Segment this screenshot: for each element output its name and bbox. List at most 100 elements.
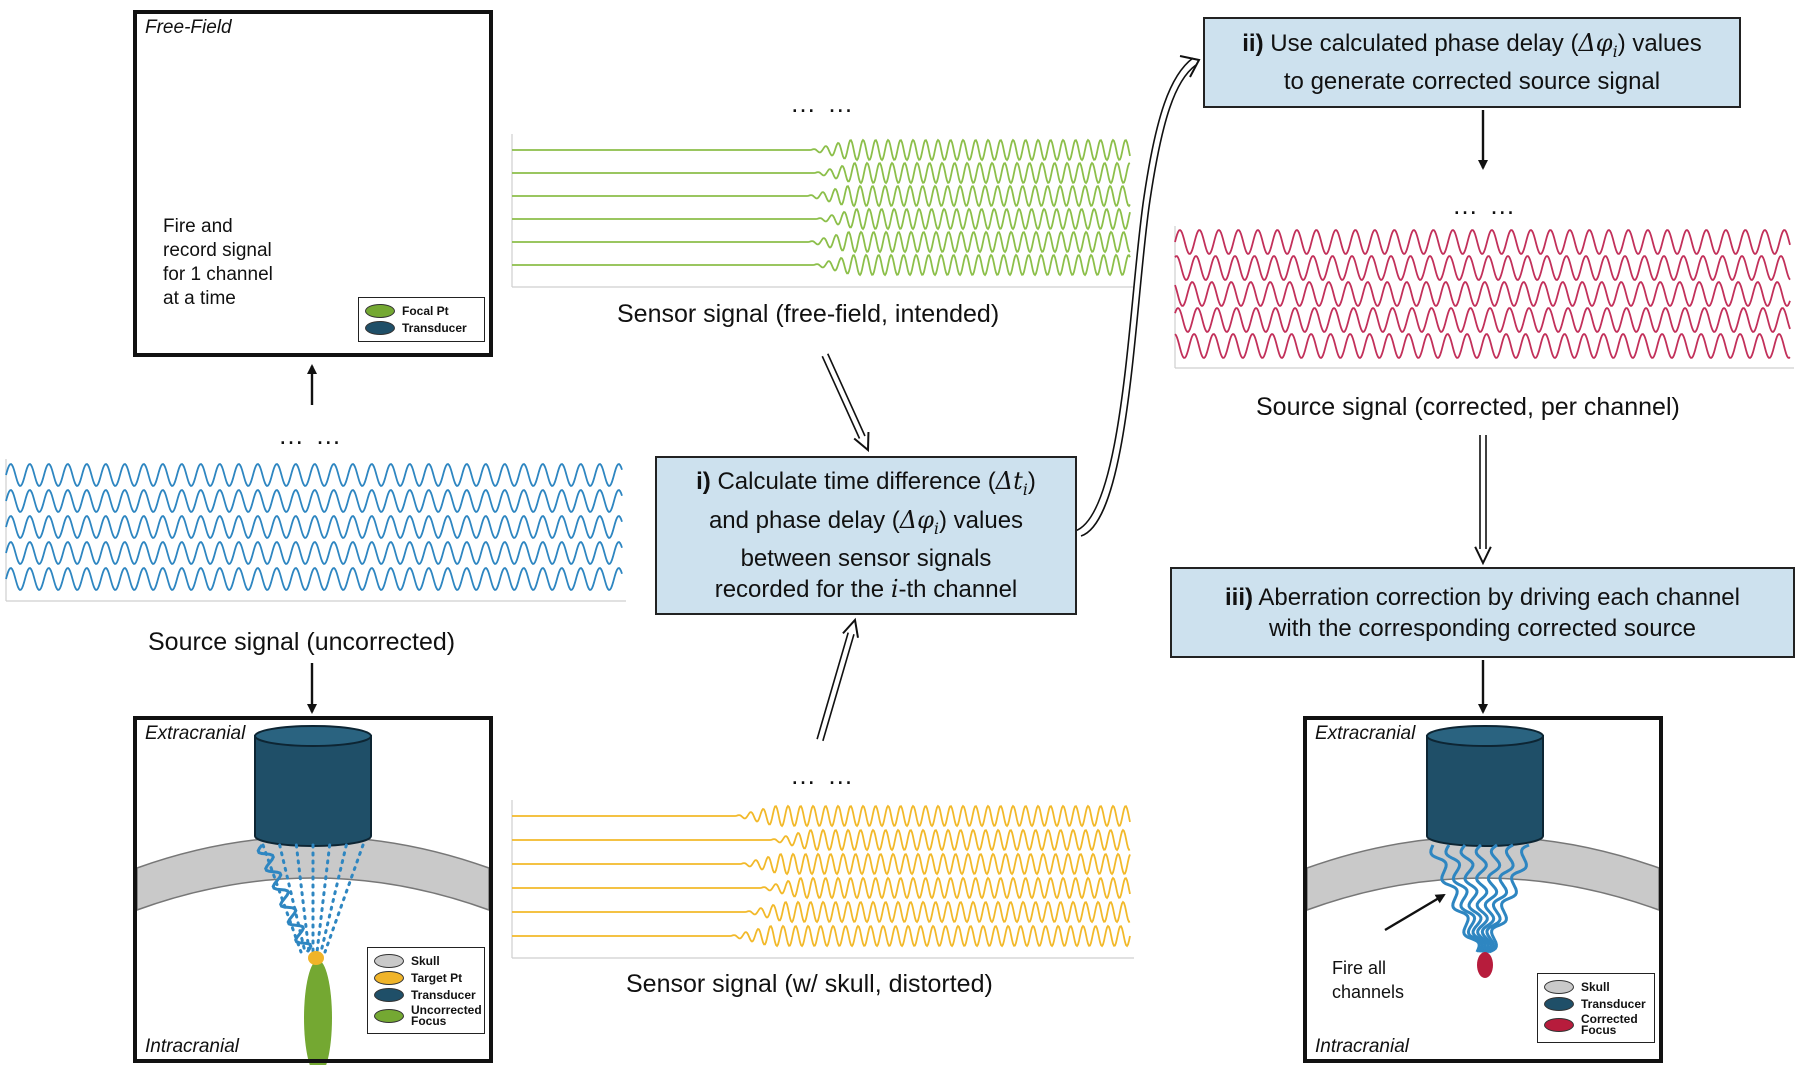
waveform-channel-line bbox=[512, 876, 1131, 900]
legend-label: Transducer bbox=[1581, 996, 1646, 1011]
free-field-legend: Focal Pt Transducer bbox=[358, 297, 485, 342]
arrow-corrected-to-step3 bbox=[1474, 435, 1492, 566]
annotation-line: Fire and bbox=[163, 216, 233, 237]
intracranial-title: Intracranial bbox=[145, 1036, 239, 1057]
step-text: -th channel bbox=[898, 576, 1018, 604]
legend-label: Corrected Focus bbox=[1581, 1012, 1638, 1037]
corrected-focus-swatch bbox=[1544, 1018, 1574, 1032]
target-pt-swatch bbox=[374, 971, 404, 985]
beam-dotted-line bbox=[278, 843, 307, 954]
step-text: Aberration correction by driving each ch… bbox=[1258, 583, 1740, 611]
arrow-skull-to-step1 bbox=[816, 617, 859, 742]
fire-all-annotation: Fire all channels bbox=[1332, 956, 1404, 1004]
transducer-swatch bbox=[365, 321, 395, 335]
beam-dotted-line bbox=[319, 843, 348, 954]
annotation-arrow-fire-all bbox=[1384, 893, 1446, 932]
waveform-channel-line bbox=[512, 828, 1131, 852]
uncorrected-transducer bbox=[254, 725, 372, 847]
legend-item-corrected-focus: Corrected Focus bbox=[1544, 1012, 1648, 1037]
free-field-sensor-waveforms bbox=[511, 134, 1134, 288]
step-3-line-2: with the corresponding corrected source bbox=[1269, 614, 1696, 642]
uncorrected-focus-marker bbox=[304, 960, 332, 1065]
arrow-shaft bbox=[827, 353, 866, 437]
caption-free-field-sensor: Sensor signal (free-field, intended) bbox=[617, 300, 1000, 328]
step-1-number: i) bbox=[696, 467, 711, 495]
step-3-line-1: iii) Aberration correction by driving ea… bbox=[1182, 582, 1783, 613]
legend-label: Uncorrected Focus bbox=[411, 1003, 482, 1028]
waveform-channel-line bbox=[5, 541, 623, 565]
legend-item-uncorrected-focus: Uncorrected Focus bbox=[374, 1003, 482, 1028]
extracranial-title: Extracranial bbox=[145, 723, 246, 744]
arrow-head bbox=[853, 431, 870, 453]
waveform-channel-line bbox=[512, 184, 1131, 208]
transducer-swatch bbox=[374, 988, 404, 1002]
beam-dotted-line bbox=[315, 843, 332, 954]
transducer-swatch bbox=[1544, 997, 1574, 1011]
waveform-channel-line bbox=[512, 900, 1131, 924]
annotation-line: channels bbox=[1332, 982, 1405, 1002]
caption-source-uncorrected: Source signal (uncorrected) bbox=[148, 628, 456, 656]
free-field-title: Free-Field bbox=[145, 17, 232, 38]
legend-item-transducer: Transducer bbox=[1544, 997, 1648, 1011]
waveform-channel-line bbox=[512, 852, 1131, 876]
corrected-channel-wave bbox=[1485, 843, 1515, 954]
corrected-channel-wave bbox=[1429, 844, 1481, 953]
math-symbol: Δt bbox=[995, 466, 1023, 495]
arrow-shaft bbox=[821, 355, 861, 439]
extracranial-corrected-panel: Extracranial Intracranial Fire all chann… bbox=[1303, 716, 1663, 1063]
arrow-step1-to-step2 bbox=[1074, 55, 1201, 537]
step-3-number: iii) bbox=[1225, 583, 1254, 611]
legend-item-focal-pt: Focal Pt bbox=[365, 304, 478, 318]
corrected-channel-wave bbox=[1480, 843, 1502, 954]
legend-item-skull: Skull bbox=[374, 954, 478, 968]
legend-label: Skull bbox=[1581, 979, 1610, 994]
legend-item-transducer: Transducer bbox=[365, 321, 478, 335]
corrected-channel-wave bbox=[1474, 843, 1490, 954]
waveform-channel-line bbox=[5, 515, 623, 539]
math-symbol: Δφ bbox=[899, 505, 934, 534]
step-1-line-1: i) Calculate time difference (Δti) bbox=[667, 466, 1065, 505]
step-1-line-2: and phase delay (Δφi) values bbox=[667, 505, 1065, 544]
uncorrected-focus-swatch bbox=[374, 1009, 404, 1023]
transducer-body bbox=[1426, 735, 1544, 847]
legend-label: Focal Pt bbox=[402, 303, 449, 318]
arrow-free-field-to-step1 bbox=[821, 353, 870, 453]
source-corrected-waveforms bbox=[1174, 226, 1794, 369]
skull-sensor-waveforms bbox=[511, 800, 1134, 959]
step-2-box: ii) Use calculated phase delay (Δφi) val… bbox=[1203, 17, 1741, 108]
intracranial-title: Intracranial bbox=[1315, 1036, 1409, 1057]
annotation-line: for 1 channel bbox=[163, 264, 273, 285]
corrected-channel-wave bbox=[1444, 844, 1484, 953]
transducer-top bbox=[1426, 725, 1544, 747]
legend-label: Skull bbox=[411, 953, 440, 968]
transducer-top bbox=[254, 725, 372, 747]
beam-dotted-line bbox=[323, 843, 365, 954]
free-field-panel: Free-Field Fire and record signal for 1 … bbox=[133, 10, 493, 357]
arrow-shaft bbox=[816, 632, 849, 740]
target-point-marker bbox=[308, 951, 324, 965]
step-3-box: iii) Aberration correction by driving ea… bbox=[1170, 567, 1795, 658]
arrow-shaft bbox=[1074, 57, 1194, 532]
ellipsis-corrected: … … bbox=[1452, 190, 1518, 220]
legend-label: Transducer bbox=[402, 320, 467, 335]
waveform-channel-line bbox=[512, 924, 1131, 948]
ellipsis-skull: … … bbox=[790, 760, 856, 790]
corrected-focus-marker bbox=[1477, 952, 1493, 978]
step-text: ) values bbox=[939, 506, 1024, 534]
waveform-channel-line bbox=[1174, 306, 1791, 333]
skull-swatch bbox=[1544, 980, 1574, 994]
focal-pt-swatch bbox=[365, 304, 395, 318]
annotation-line: record signal bbox=[163, 240, 272, 261]
ellipsis-free-field: … … bbox=[790, 88, 856, 118]
waveform-channel-line bbox=[5, 567, 623, 591]
waveform-channel-line bbox=[512, 138, 1131, 162]
uncorrected-beam bbox=[261, 843, 365, 954]
math-subscript: i bbox=[1612, 41, 1618, 61]
waveform-channel-line bbox=[5, 489, 623, 513]
math-symbol: Δφ bbox=[1578, 28, 1613, 57]
step-text: recorded for the bbox=[714, 576, 891, 604]
math-symbol: i bbox=[890, 575, 899, 604]
waveform-channel-line bbox=[512, 253, 1131, 277]
caption-source-corrected: Source signal (corrected, per channel) bbox=[1256, 393, 1680, 421]
